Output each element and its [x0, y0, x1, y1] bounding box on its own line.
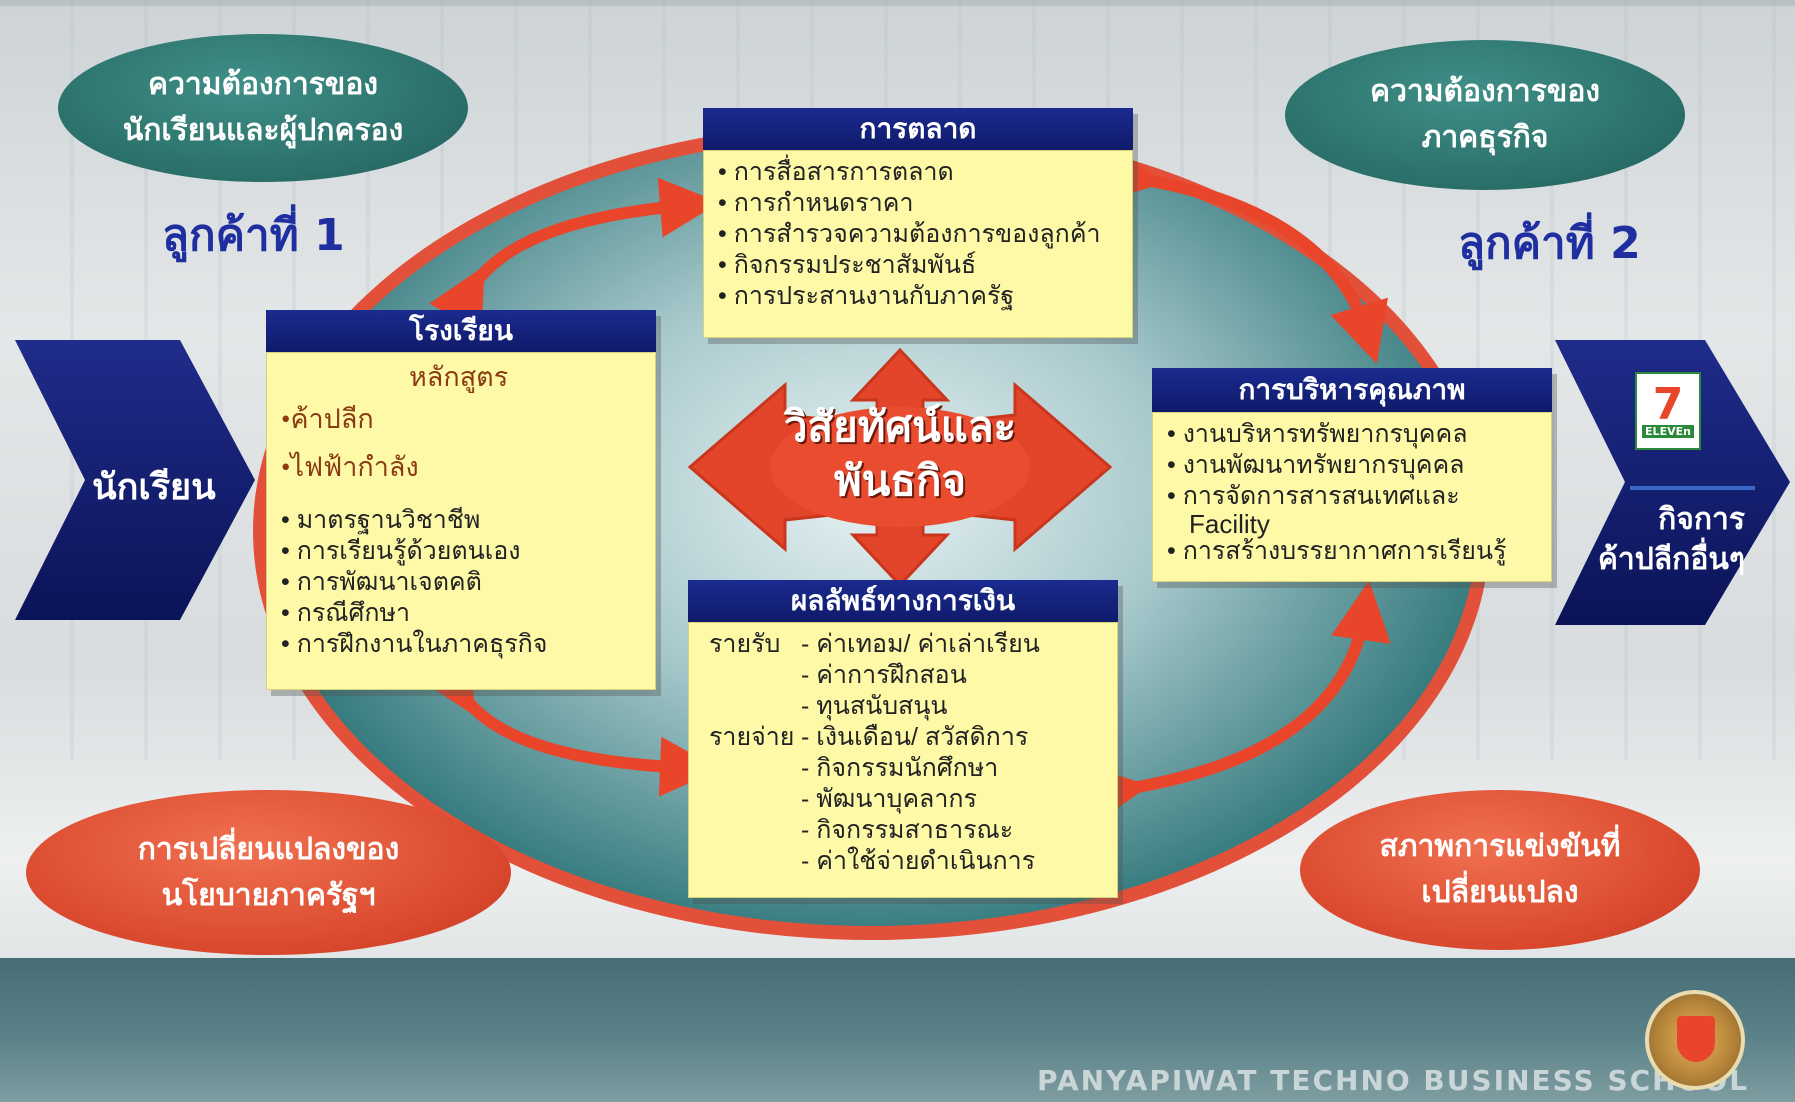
list-item: การจัดการสารสนเทศและ	[1167, 481, 1537, 512]
list-item: - ค่าใช้จ่ายดำเนินการ	[801, 847, 1036, 875]
bubble-line: ความต้องการของ	[1370, 74, 1600, 109]
list-item: งานพัฒนาทรัพยากรบุคคล	[1167, 450, 1537, 481]
list-item: - ค่าการฝึกสอน	[801, 661, 967, 689]
list-item: - พัฒนาบุคลากร	[801, 785, 977, 813]
bubble-line: การเปลี่ยนแปลงของ	[137, 831, 400, 867]
arrow-school-finance	[419, 649, 720, 797]
finance-title: ผลลัพธ์ทางการเงิน	[688, 580, 1118, 622]
bubble-line: สภาพการแข่งขันที่	[1379, 829, 1621, 864]
list-item: มาตรฐานวิชาชีพ	[281, 505, 641, 536]
customer-1-label: ลูกค้าที่ 1	[162, 210, 345, 261]
school-title: โรงเรียน	[266, 310, 656, 352]
students-label: นักเรียน	[92, 467, 216, 508]
emblem-shield-icon	[1677, 1016, 1715, 1062]
top-rule	[0, 0, 1795, 6]
customer-2-label: ลูกค้าที่ 2	[1458, 218, 1641, 269]
retail-label: กิจการ ค้าปลีกอื่นๆ	[1585, 500, 1745, 580]
list-item: การพัฒนาเจตคติ	[281, 567, 641, 598]
expense-list: - เงินเดือน/ สวัสดิการ - กิจกรรมนักศึกษา…	[801, 722, 1035, 877]
program-label: ไฟฟ้ากำลัง	[290, 452, 419, 482]
list-item-continued: Facility	[1189, 509, 1270, 539]
finance-body: รายรับ - ค่าเทอม/ ค่าเล่าเรียน - ค่าการฝ…	[688, 622, 1118, 898]
list-item: การเรียนรู้ด้วยตนเอง	[281, 536, 641, 567]
finance-box: ผลลัพธ์ทางการเงิน รายรับ - ค่าเทอม/ ค่าเ…	[688, 580, 1118, 898]
school-emblem	[1645, 990, 1745, 1090]
list-item: การฝึกงานในภาคธุรกิจ	[281, 629, 641, 660]
arrow-finance-quality	[1085, 580, 1391, 825]
list-item: - กิจกรรมสาธารณะ	[801, 816, 1014, 844]
list-item: - กิจกรรมนักศึกษา	[801, 754, 999, 782]
income-list: - ค่าเทอม/ ค่าเล่าเรียน - ค่าการฝึกสอน -…	[801, 629, 1040, 722]
program-label: ค้าปลีก	[290, 404, 374, 434]
list-item: การประสานงานกับภาครัฐ	[718, 281, 1118, 312]
program-retail: •ค้าปลีก	[281, 404, 374, 434]
footer-band	[0, 958, 1795, 1102]
list-item: งานบริหารทรัพยากรบุคคล	[1167, 419, 1537, 450]
vision-mission-label: วิสัยทัศน์และ พันธกิจ	[760, 400, 1040, 508]
income-row: รายรับ - ค่าเทอม/ ค่าเล่าเรียน - ค่าการฝ…	[709, 629, 1103, 722]
vision-line-1: วิสัยทัศน์และ	[783, 402, 1017, 451]
quality-body: งานบริหารทรัพยากรบุคคล งานพัฒนาทรัพยากรบ…	[1152, 412, 1552, 582]
seven-eleven-logo: 7 ELEVEn	[1635, 372, 1701, 450]
school-box: โรงเรียน หลักสูตร •ค้าปลีก •ไฟฟ้ากำลัง ม…	[266, 310, 656, 690]
bubble-students-parents: ความต้องการของ นักเรียนและผู้ปกครอง	[58, 34, 468, 182]
quality-box: การบริหารคุณภาพ งานบริหารทรัพยากรบุคคล ง…	[1152, 368, 1552, 582]
quality-title: การบริหารคุณภาพ	[1152, 368, 1552, 412]
bubble-line: นักเรียนและผู้ปกครอง	[122, 113, 404, 148]
bubble-business: ความต้องการของ ภาคธุรกิจ	[1285, 40, 1685, 190]
bubble-competition: สภาพการแข่งขันที่ เปลี่ยนแปลง	[1300, 790, 1700, 950]
bubble-line: เปลี่ยนแปลง	[1421, 875, 1579, 910]
list-item: กรณีศึกษา	[281, 598, 641, 629]
arrow-school-marketing	[429, 177, 720, 333]
school-body: หลักสูตร •ค้าปลีก •ไฟฟ้ากำลัง มาตรฐานวิช…	[266, 352, 656, 690]
retail-line: ค้าปลีกอื่นๆ	[1597, 542, 1745, 577]
marketing-title: การตลาด	[703, 108, 1133, 150]
expense-row: รายจ่าย - เงินเดือน/ สวัสดิการ - กิจกรรม…	[709, 722, 1103, 877]
list-item: กิจกรรมประชาสัมพันธ์	[718, 250, 1118, 281]
seven-icon: 7	[1652, 378, 1684, 430]
curriculum-label: หลักสูตร	[409, 362, 509, 392]
list-item: - เงินเดือน/ สวัสดิการ	[801, 723, 1029, 751]
expense-label: รายจ่าย	[709, 723, 795, 751]
retail-chevron	[1555, 340, 1790, 625]
bubble-gov-policy: การเปลี่ยนแปลงของ นโยบายภาครัฐฯ	[26, 790, 511, 955]
list-item: - ค่าเทอม/ ค่าเล่าเรียน	[801, 630, 1040, 658]
school-footer-text: PANYAPIWAT TECHNO BUSINESS SCHOOL	[1037, 1064, 1750, 1097]
list-item: การสร้างบรรยากาศการเรียนรู้	[1167, 536, 1537, 567]
vision-line-2: พันธกิจ	[833, 456, 967, 505]
list-item: การสำรวจความต้องการของลูกค้า	[718, 219, 1118, 250]
marketing-box: การตลาด การสื่อสารการตลาด การกำหนดราคา ก…	[703, 108, 1133, 338]
list-item: - ทุนสนับสนุน	[801, 692, 948, 720]
list-item: การสื่อสารการตลาด	[718, 157, 1118, 188]
list-item: การกำหนดราคา	[718, 188, 1118, 219]
students-chevron	[15, 340, 255, 620]
bubble-line: นโยบายภาครัฐฯ	[161, 877, 376, 913]
bubble-line: ความต้องการของ	[148, 67, 378, 102]
retail-line: กิจการ	[1658, 502, 1745, 537]
income-label: รายรับ	[709, 630, 781, 658]
arrow-marketing-quality	[1100, 143, 1388, 364]
marketing-body: การสื่อสารการตลาด การกำหนดราคา การสำรวจค…	[703, 150, 1133, 338]
program-power: •ไฟฟ้ากำลัง	[281, 452, 419, 482]
logo-text: ELEVEn	[1642, 424, 1694, 438]
bubble-line: ภาคธุรกิจ	[1421, 120, 1549, 155]
